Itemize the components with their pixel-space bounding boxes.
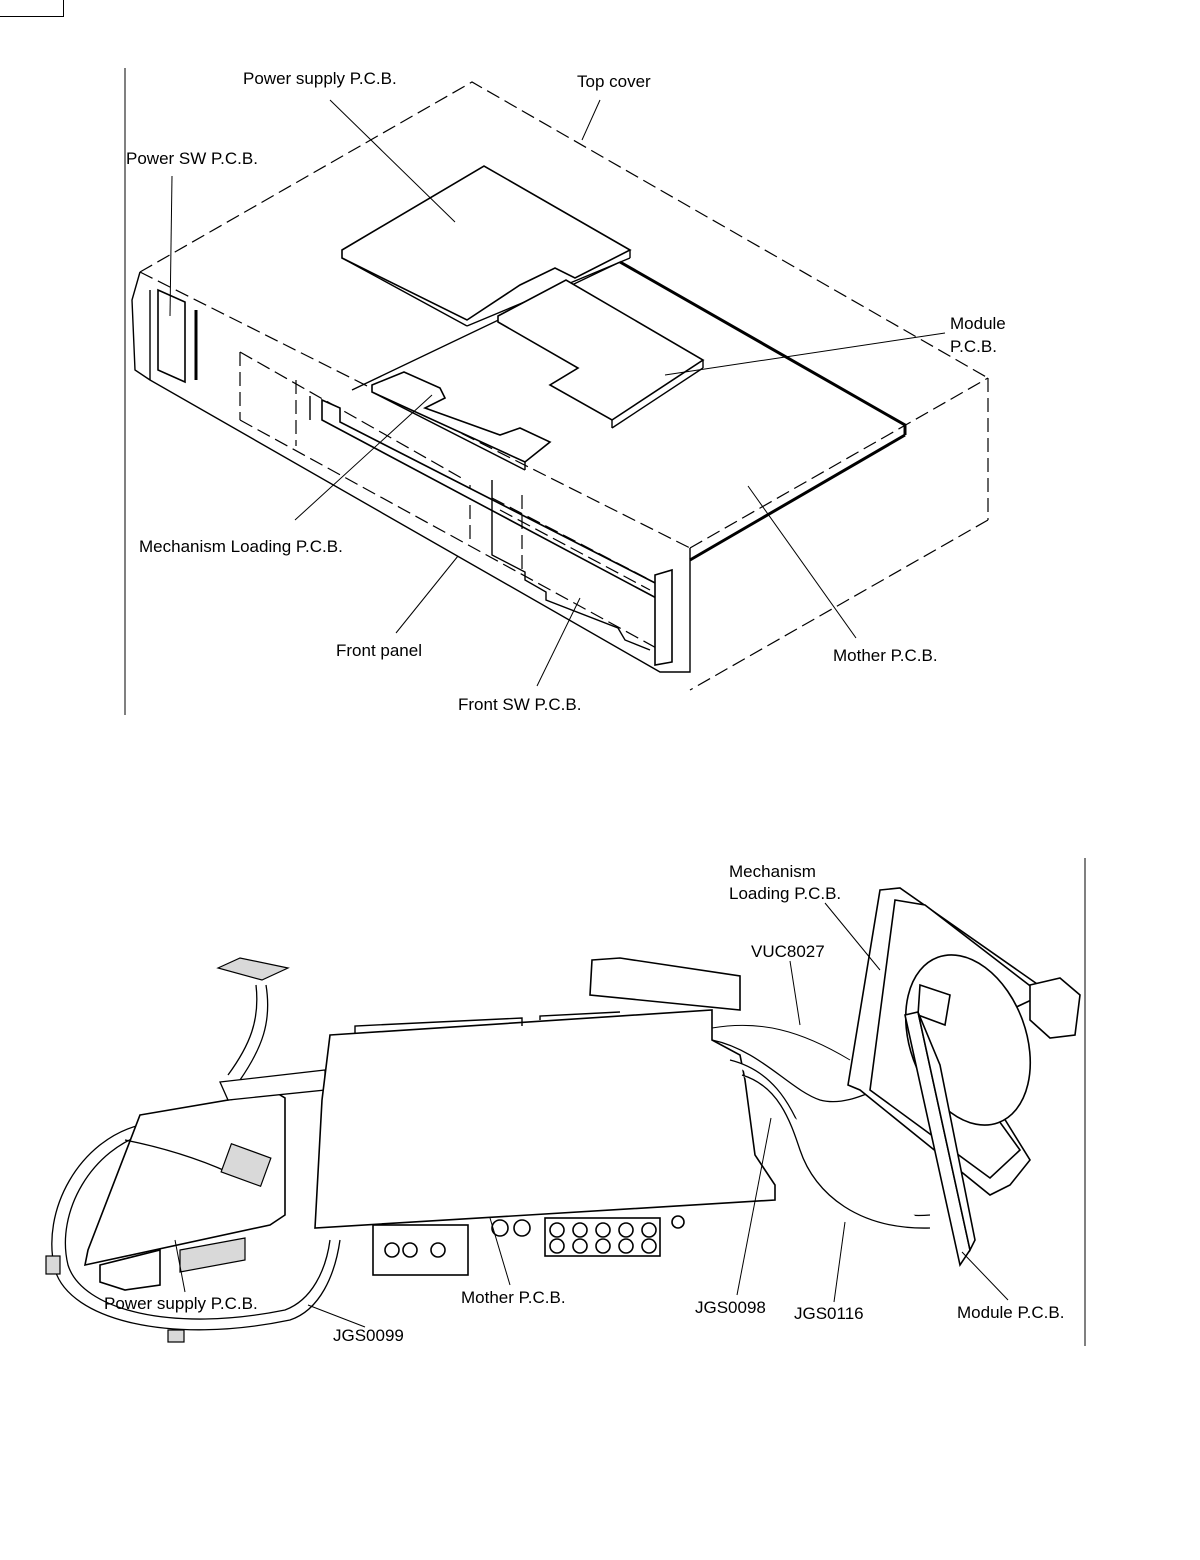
label-front-sw-pcb: Front SW P.C.B. [458,695,581,714]
label-front-panel: Front panel [336,641,422,660]
mechanism-loading-pcb [371,371,552,471]
top-cover-outline [139,81,989,691]
mechanism-chassis [847,887,1081,1196]
label-module-pcb-bottom: Module P.C.B. [957,1303,1064,1322]
chassis-body [131,271,691,673]
front-board-piece [589,957,741,1011]
mother-pcb [351,260,907,562]
label-jgs0099: JGS0099 [333,1326,404,1345]
label-mother-pcb: Mother P.C.B. [833,646,938,665]
module-pcb-board [904,1011,976,1268]
page-corner-box [0,0,64,17]
label-jgs0116: JGS0116 [794,1304,864,1323]
label-vuc8027: VUC8027 [751,942,825,961]
label-mother-pcb-bottom: Mother P.C.B. [461,1288,566,1307]
top-exploded-chassis-figure: Power supply P.C.B. Top cover Power SW P… [124,68,1006,715]
top-leader-lines [169,99,946,687]
bottom-wiring-figure: Mechanism Loading P.C.B. VUC8027 Power s… [45,858,1086,1346]
label-power-supply-pcb-bottom: Power supply P.C.B. [104,1294,258,1313]
label-module-pcb-line2: P.C.B. [950,337,997,356]
mother-pcb-board [314,1009,776,1276]
label-jgs0098: JGS0098 [695,1298,766,1317]
module-pcb [497,279,705,429]
label-module-pcb-line1: Module [950,314,1006,333]
label-power-supply-pcb: Power supply P.C.B. [243,69,397,88]
bottom-leader-lines [174,902,1009,1328]
label-mechanism-loading-pcb: Mechanism Loading P.C.B. [139,537,343,556]
label-mechanism-line1: Mechanism [729,862,816,881]
upper-left-connector-board [216,957,326,1101]
power-supply-assembly [45,1091,341,1343]
label-mechanism-line2: Loading P.C.B. [729,884,841,903]
label-power-sw-pcb: Power SW P.C.B. [126,149,258,168]
front-sw-pcb [491,480,673,666]
power-sw-pcb [157,288,198,384]
label-top-cover: Top cover [577,72,651,91]
